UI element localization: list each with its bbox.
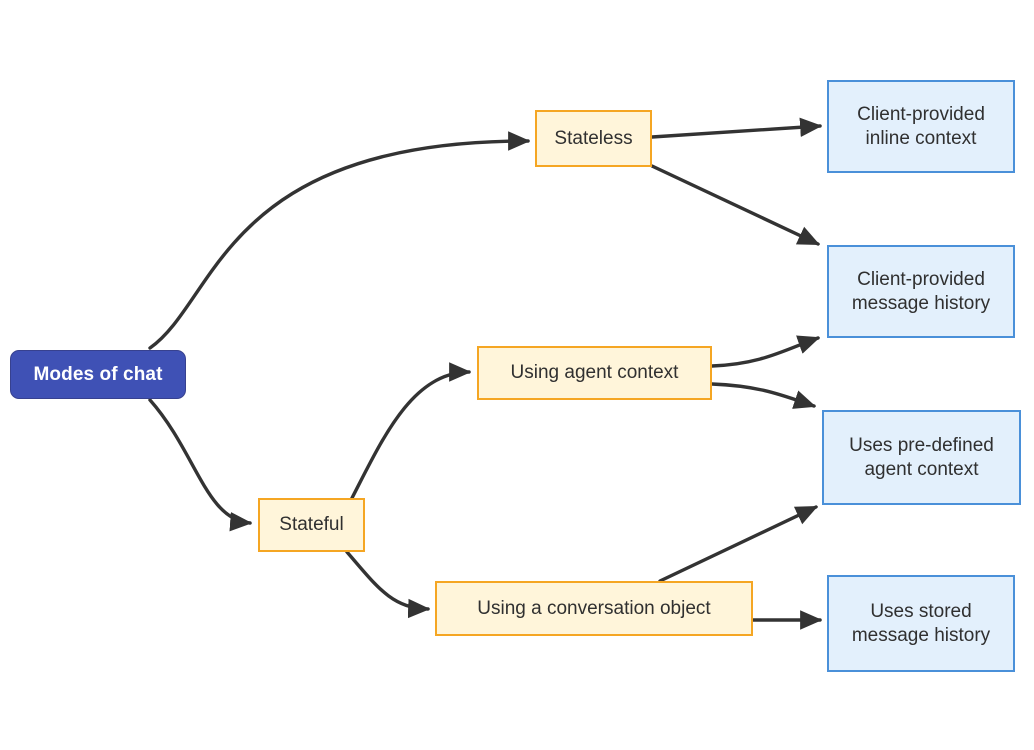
edge-root-to-stateless bbox=[148, 131, 531, 350]
node-label: Using a conversation object bbox=[477, 597, 711, 619]
node-stateless[interactable]: Stateless bbox=[535, 110, 652, 167]
node-label: Stateful bbox=[279, 514, 344, 536]
node-label: Client-provided message history bbox=[851, 269, 991, 314]
node-label: Stateless bbox=[554, 127, 633, 149]
node-label: Using agent context bbox=[510, 362, 679, 384]
edge-stateless-to-cphistory bbox=[650, 164, 821, 246]
edge-stateful-to-convobj bbox=[345, 550, 431, 619]
node-client-provided-inline-context[interactable]: Client-provided inline context bbox=[827, 80, 1015, 173]
node-client-provided-message-history[interactable]: Client-provided message history bbox=[827, 245, 1015, 338]
edge-agentctx-to-cphistory bbox=[710, 335, 821, 368]
edge-stateless-to-inline bbox=[650, 117, 823, 139]
node-label: Uses pre-defined agent context bbox=[849, 435, 994, 480]
edge-convobj-to-predefined bbox=[658, 505, 818, 583]
node-label: Modes of chat bbox=[33, 363, 163, 385]
node-uses-stored-message-history[interactable]: Uses stored message history bbox=[827, 575, 1015, 672]
node-label: Client-provided inline context bbox=[857, 104, 985, 149]
edge-stateful-to-agentctx bbox=[350, 362, 472, 500]
node-stateful[interactable]: Stateful bbox=[258, 498, 365, 552]
edge-agentctx-to-predefined bbox=[710, 382, 817, 409]
node-uses-pre-defined-agent-context[interactable]: Uses pre-defined agent context bbox=[822, 410, 1021, 505]
node-label: Uses stored message history bbox=[851, 601, 991, 646]
node-using-agent-context[interactable]: Using agent context bbox=[477, 346, 712, 400]
node-modes-of-chat[interactable]: Modes of chat bbox=[10, 350, 186, 399]
node-using-a-conversation-object[interactable]: Using a conversation object bbox=[435, 581, 753, 636]
edge-root-to-stateful bbox=[148, 398, 253, 532]
